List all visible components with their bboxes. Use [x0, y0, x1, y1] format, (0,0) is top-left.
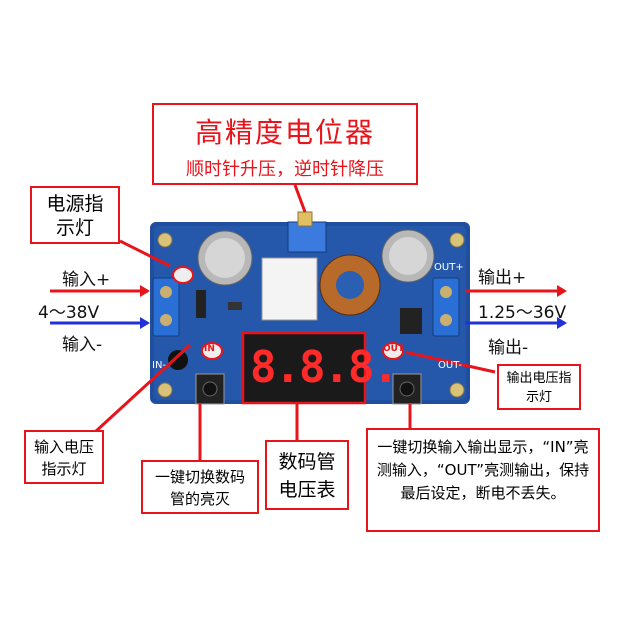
input-led-label: 输入电压指示灯: [33, 438, 94, 478]
led-display: [241, 331, 367, 405]
input-led-callout: 输入电压指示灯: [24, 430, 104, 484]
potentiometer-title: 高精度电位器: [194, 116, 375, 149]
pointer-line: [404, 350, 496, 374]
mount-hole: [449, 382, 465, 398]
potentiometer-subtitle: 顺时针升压，逆时针降压: [186, 159, 384, 180]
pointer-line: [93, 343, 192, 434]
power-led-label: 电源指示灯: [46, 193, 104, 239]
pcb-label-in: IN-: [152, 360, 167, 371]
output-terminal: [432, 277, 460, 337]
display-toggle-label: 一键切换数码管的亮灭: [154, 468, 245, 508]
input-minus-label: 输入-: [62, 335, 103, 355]
mode-toggle-callout: 一键切换输入输出显示，“IN”亮测输入，“OUT”亮测输出，保持最后设定，断电不…: [366, 428, 600, 532]
white-ic: [261, 257, 318, 321]
transistor: [168, 350, 188, 370]
output-plus-label: 输出+: [478, 268, 527, 288]
input-terminal: [152, 277, 180, 337]
input-range-label: 4～38V: [38, 303, 100, 323]
output-led-label: 输出电压指示灯: [506, 371, 572, 405]
mount-hole: [157, 382, 173, 398]
pointer-line: [119, 239, 171, 268]
power-led: [172, 266, 194, 284]
potentiometer-callout: 高精度电位器 顺时针升压，逆时针降压: [152, 103, 418, 185]
mount-hole: [449, 232, 465, 248]
power-led-callout: 电源指示灯: [30, 186, 120, 244]
pcb-label-out: OUT+: [434, 262, 464, 273]
pcb-label-in-led: IN: [204, 344, 215, 354]
input-plus-label: 输入+: [62, 270, 111, 290]
pointer-line: [293, 184, 307, 213]
mode-toggle-label: 一键切换输入输出显示，“IN”亮测输入，“OUT”亮测输出，保持最后设定，断电不…: [376, 438, 590, 502]
pcb-label-out-led: OUT: [383, 344, 405, 354]
voltmeter-callout: 数码管电压表: [265, 440, 349, 510]
output-range-label: 1.25～36V: [478, 303, 567, 323]
input-led: [201, 342, 223, 360]
mount-hole: [157, 232, 173, 248]
potentiometer: [287, 221, 327, 253]
pcb-label-out-minus: OUT-: [438, 360, 462, 371]
display-digits: 8.8.8.: [250, 342, 399, 393]
output-led: [382, 342, 404, 360]
output-minus-label: 输出-: [488, 338, 529, 358]
voltmeter-label: 数码管电压表: [278, 451, 336, 501]
output-led-callout: 输出电压指示灯: [497, 364, 581, 410]
display-toggle-callout: 一键切换数码管的亮灭: [141, 460, 259, 514]
